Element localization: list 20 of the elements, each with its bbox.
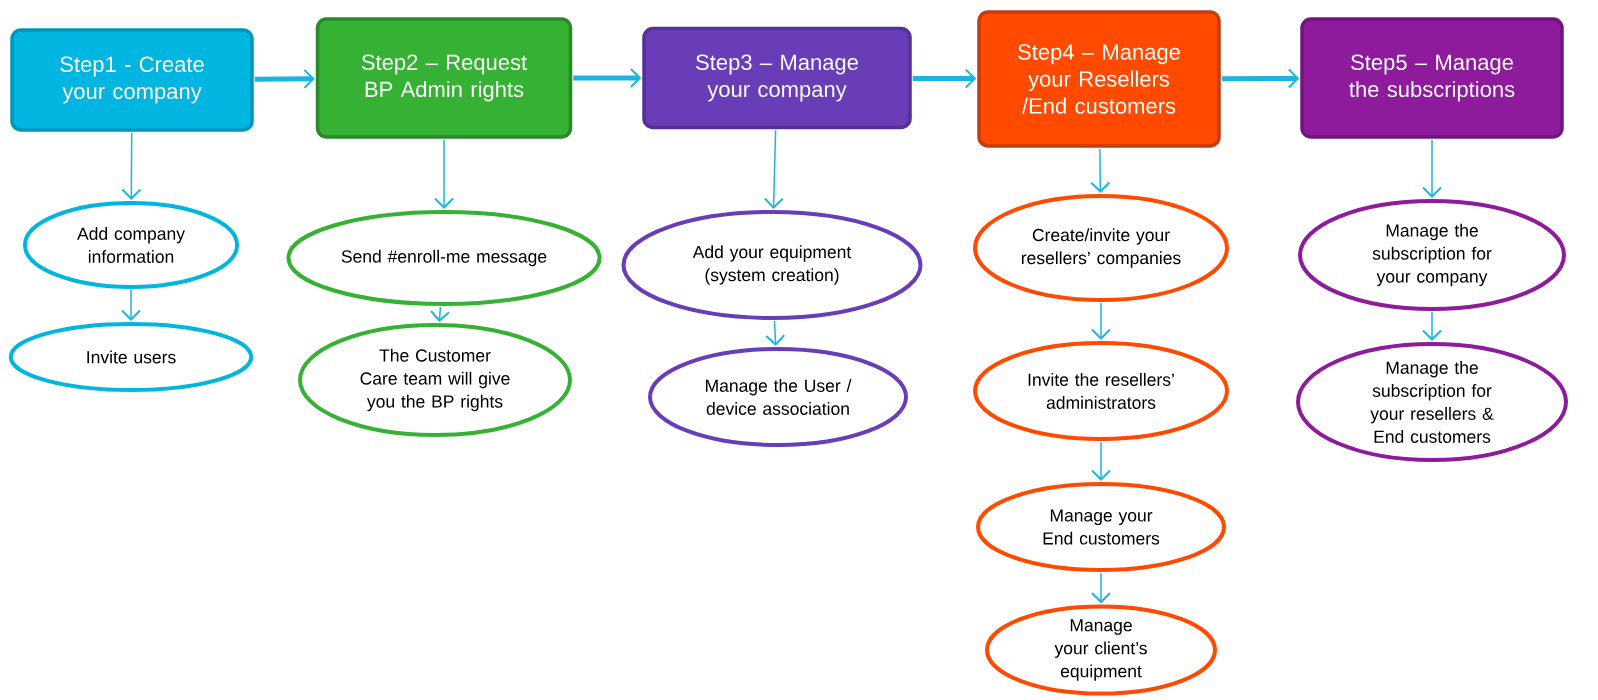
arrow: [1091, 441, 1111, 481]
step-box: Step2 – Request BP Admin rights: [315, 17, 573, 139]
arrow: [1221, 68, 1300, 89]
arrow: [763, 129, 784, 209]
step-box: Step4 – Manage your Resellers /End customers: [977, 10, 1221, 148]
step-box: Step5 – Manage the subscriptions: [1300, 17, 1564, 139]
arrow: [912, 68, 977, 89]
arrow: [434, 139, 454, 209]
arrow: [1091, 302, 1111, 340]
arrow: [573, 68, 642, 88]
step-box: Step1 - Create your company: [10, 28, 254, 132]
arrow: [1422, 139, 1442, 198]
arrow: [1091, 572, 1111, 604]
arrow: [765, 320, 786, 346]
arrow: [121, 132, 142, 200]
arrow: [121, 289, 141, 321]
step-box: Step3 – Manage your company: [642, 26, 912, 130]
arrow: [1422, 311, 1442, 341]
arrow: [1090, 148, 1111, 193]
arrow: [254, 68, 315, 89]
